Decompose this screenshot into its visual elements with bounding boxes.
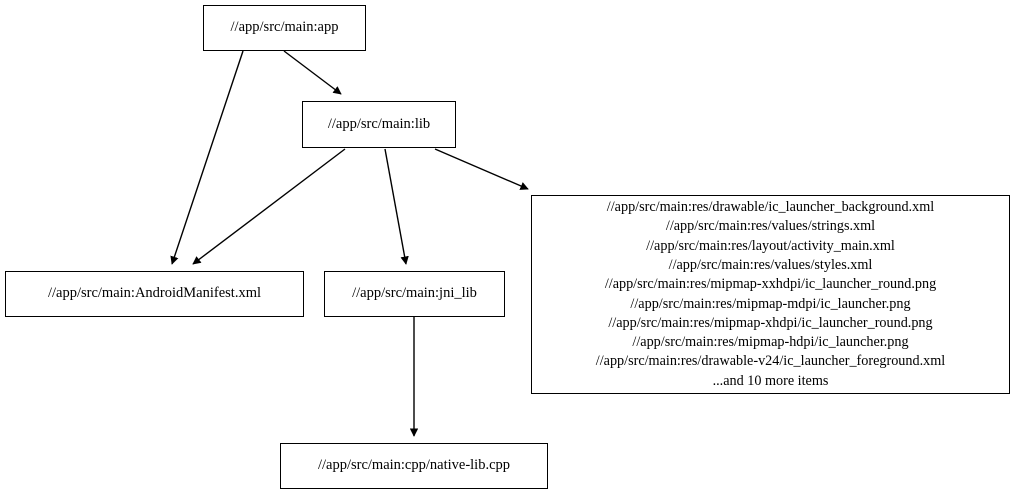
- node-app[interactable]: //app/src/main:app: [203, 5, 366, 51]
- edge-lib-to-jni-lib: [384, 148, 409, 265]
- edge-lib-to-resources: [434, 148, 529, 190]
- node-android-manifest-label: //app/src/main:AndroidManifest.xml: [47, 285, 262, 302]
- edge-lib-to-manifest: [192, 148, 346, 265]
- node-native-lib-cpp-label: //app/src/main:cpp/native-lib.cpp: [317, 457, 511, 474]
- node-resources[interactable]: //app/src/main:res/drawable/ic_launcher_…: [531, 195, 1010, 394]
- node-resources-label: //app/src/main:res/drawable/ic_launcher_…: [595, 199, 946, 389]
- node-lib[interactable]: //app/src/main:lib: [302, 101, 456, 148]
- edge-app-to-lib: [283, 50, 342, 95]
- node-lib-label: //app/src/main:lib: [327, 115, 431, 132]
- node-jni-lib[interactable]: //app/src/main:jni_lib: [324, 271, 505, 317]
- edge-app-to-manifest: [170, 50, 244, 265]
- node-android-manifest[interactable]: //app/src/main:AndroidManifest.xml: [5, 271, 304, 317]
- node-native-lib-cpp[interactable]: //app/src/main:cpp/native-lib.cpp: [280, 443, 548, 489]
- node-app-label: //app/src/main:app: [230, 19, 339, 36]
- node-jni-lib-label: //app/src/main:jni_lib: [352, 285, 477, 302]
